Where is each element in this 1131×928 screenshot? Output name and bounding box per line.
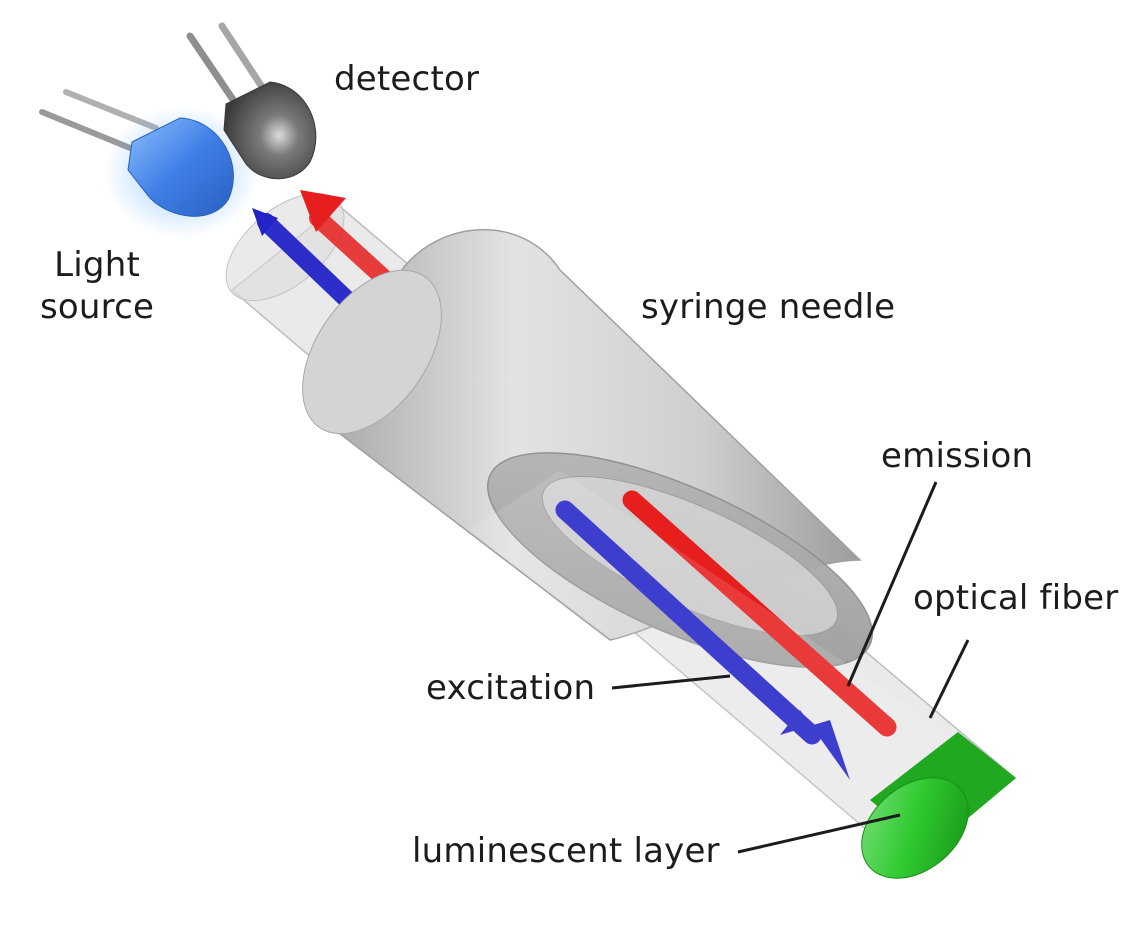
leader-excitation bbox=[611, 674, 731, 690]
green-cap-face bbox=[861, 777, 969, 879]
leader-lines bbox=[611, 481, 970, 854]
detector-lead-2 bbox=[218, 22, 272, 100]
leader-luminescent bbox=[737, 813, 901, 854]
light-source-label-line1: Light bbox=[54, 245, 140, 285]
led-body bbox=[127, 117, 234, 217]
optical-fiber-label: optical fiber bbox=[913, 578, 1119, 618]
detector-component bbox=[186, 22, 317, 180]
syringe-needle bbox=[302, 229, 874, 668]
excitation-label: excitation bbox=[426, 668, 596, 708]
light-source-led bbox=[39, 89, 260, 238]
excitation-arrowhead bbox=[780, 710, 850, 780]
leader-emission bbox=[846, 481, 938, 687]
emission-label: emission bbox=[881, 436, 1034, 476]
detector-lead-1 bbox=[186, 32, 244, 114]
emission-arrow-lower bbox=[622, 490, 897, 737]
excitation-arrow-upper bbox=[252, 208, 369, 321]
fiber-overlay bbox=[470, 470, 1015, 865]
detector-body bbox=[223, 81, 317, 180]
light-source-label-line2: source bbox=[40, 287, 155, 327]
detector-label: detector bbox=[334, 59, 480, 99]
luminescent-layer bbox=[861, 732, 1016, 879]
light-source-label: Light source bbox=[40, 244, 154, 328]
syringe-needle-label: syringe needle bbox=[641, 287, 896, 327]
leader-optical-fiber bbox=[928, 639, 970, 719]
needle-back-end bbox=[302, 269, 442, 435]
excitation-arrow-lower bbox=[555, 500, 850, 780]
emission-arrowhead bbox=[300, 190, 346, 232]
luminescent-layer-label: luminescent layer bbox=[412, 831, 720, 871]
